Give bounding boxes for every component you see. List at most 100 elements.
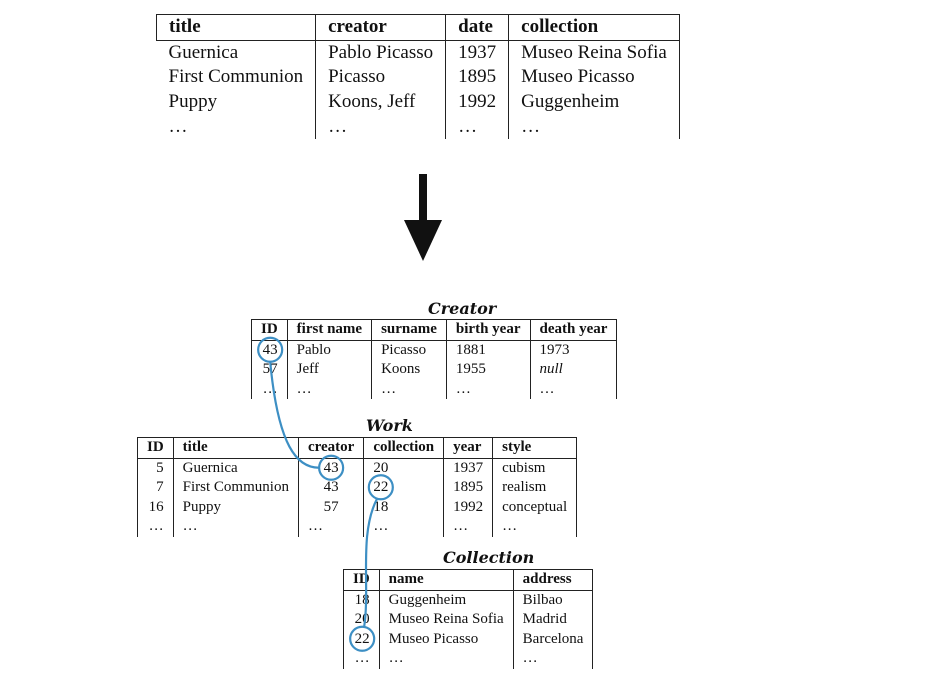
collection-header-id: ID [343,569,380,591]
creator-cell: … [371,379,447,399]
work-cell: 1937 [443,458,493,478]
flat-cell: … [445,114,509,139]
work-creator-cell: 43 [297,478,364,498]
work-header-id: ID [137,437,174,459]
work-creator-cell: 43 [297,458,364,478]
down-arrow-icon [404,174,442,261]
creator-table: ID first name surname birth year death y… [251,319,618,399]
table-row: 7 First Communion 43 22 1895 realism [137,478,578,498]
flat-cell: Museo Reina Sofia [508,40,680,65]
creator-id-cell: 57 [251,360,288,380]
flat-cell: … [508,114,680,139]
creator-id-cell: 43 [251,340,288,360]
arrow-head [404,220,442,261]
collection-cell: Museo Reina Sofia [378,610,514,630]
collection-cell: Museo Picasso [378,629,514,649]
flat-cell: Guernica [168,41,239,63]
creator-cell: 1881 [445,340,530,360]
work-cell: … [443,517,493,537]
table-row: 20 Museo Reina Sofia Madrid [343,610,594,630]
creator-cell-null: null [529,360,618,380]
table-row: 5 Guernica 43 20 1937 cubism [137,458,578,478]
table-row-ellipsis: … … … … … … [137,517,578,537]
creator-cell: Pablo [286,340,372,360]
collection-id-cell: 22 [343,629,380,649]
work-cell: … [492,517,578,537]
collection-cell: … [343,649,380,669]
collection-header-address: address [512,569,594,591]
flat-cell: Picasso [315,65,446,90]
creator-header-id: ID [251,319,288,341]
work-cell: realism [492,478,578,498]
collection-cell: … [378,649,514,669]
creator-header-death-year: death year [529,319,618,341]
work-collection-cell: 22 [363,478,444,498]
flat-cell: Puppy [168,90,218,112]
flat-header-collection: collection [508,14,680,41]
work-cell: … [137,517,174,537]
flat-cell: Pablo Picasso [315,40,446,65]
creator-caption: Creator [428,299,497,318]
table-row: Guernica Pablo Picasso 1937 Museo Reina … [157,40,680,65]
collection-cell: Bilbao [512,590,594,610]
work-collection-cell: 20 [363,458,444,478]
collection-cell: Madrid [512,610,594,630]
creator-cell: … [286,379,372,399]
work-header-title: title [172,437,299,459]
work-header-style: style [492,437,578,459]
work-cell: … [172,517,299,537]
collection-header-row: ID name address [343,569,594,591]
work-header-row: ID title creator collection year style [137,437,578,459]
table-row-ellipsis: … … … … … [251,379,618,399]
work-cell: conceptual [492,497,578,517]
creator-header-surname: surname [371,319,447,341]
creator-cell: 1973 [529,340,618,360]
flat-cell: … [315,114,446,139]
work-cell: 1992 [443,497,493,517]
work-cell: Puppy [172,497,299,517]
collection-id-cell: 18 [343,590,380,610]
flat-header-creator: creator [315,14,446,41]
creator-cell: 1955 [445,360,530,380]
collection-table: ID name address 18 Guggenheim Bilbao 20 … [343,569,594,669]
flat-header-title: title [155,14,316,41]
work-collection-cell: 18 [363,497,444,517]
creator-header-row: ID first name surname birth year death y… [251,319,618,341]
creator-cell: … [445,379,530,399]
table-row: Puppy Koons, Jeff 1992 Guggenheim [157,89,680,114]
creator-cell: … [529,379,618,399]
work-cell: … [363,517,444,537]
flat-table: title creator date collection Guernica P… [155,14,680,139]
table-row: 18 Guggenheim Bilbao [343,590,594,610]
work-header-collection: collection [363,437,444,459]
work-cell: 1895 [443,478,493,498]
flat-cell: Guggenheim [508,89,680,114]
creator-cell: Jeff [286,360,372,380]
work-id-cell: 7 [137,478,174,498]
work-table: ID title creator collection year style 5… [137,437,578,537]
collection-caption: Collection [443,548,535,567]
creator-header-birth-year: birth year [445,319,530,341]
table-row: 16 Puppy 57 18 1992 conceptual [137,497,578,517]
table-row: 22 Museo Picasso Barcelona [343,629,594,649]
work-header-year: year [443,437,493,459]
creator-header-first-name: first name [286,319,372,341]
work-id-cell: 16 [137,497,174,517]
collection-cell: Barcelona [512,629,594,649]
arrow-shaft [419,174,427,224]
flat-cell: Museo Picasso [508,65,680,90]
collection-cell: … [512,649,594,669]
collection-cell: Guggenheim [378,590,514,610]
flat-cell: … [168,115,188,137]
table-row: 57 Jeff Koons 1955 null [251,360,618,380]
work-caption: Work [366,416,413,435]
table-row-ellipsis: … … … … [157,114,680,139]
table-row-ellipsis: … … … [343,649,594,669]
work-id-cell: 5 [137,458,174,478]
creator-cell: Koons [371,360,447,380]
collection-header-name: name [378,569,514,591]
work-creator-cell: 57 [297,497,364,517]
creator-cell: … [251,379,288,399]
flat-cell: Koons, Jeff [315,89,446,114]
flat-header-row: title creator date collection [155,14,680,41]
